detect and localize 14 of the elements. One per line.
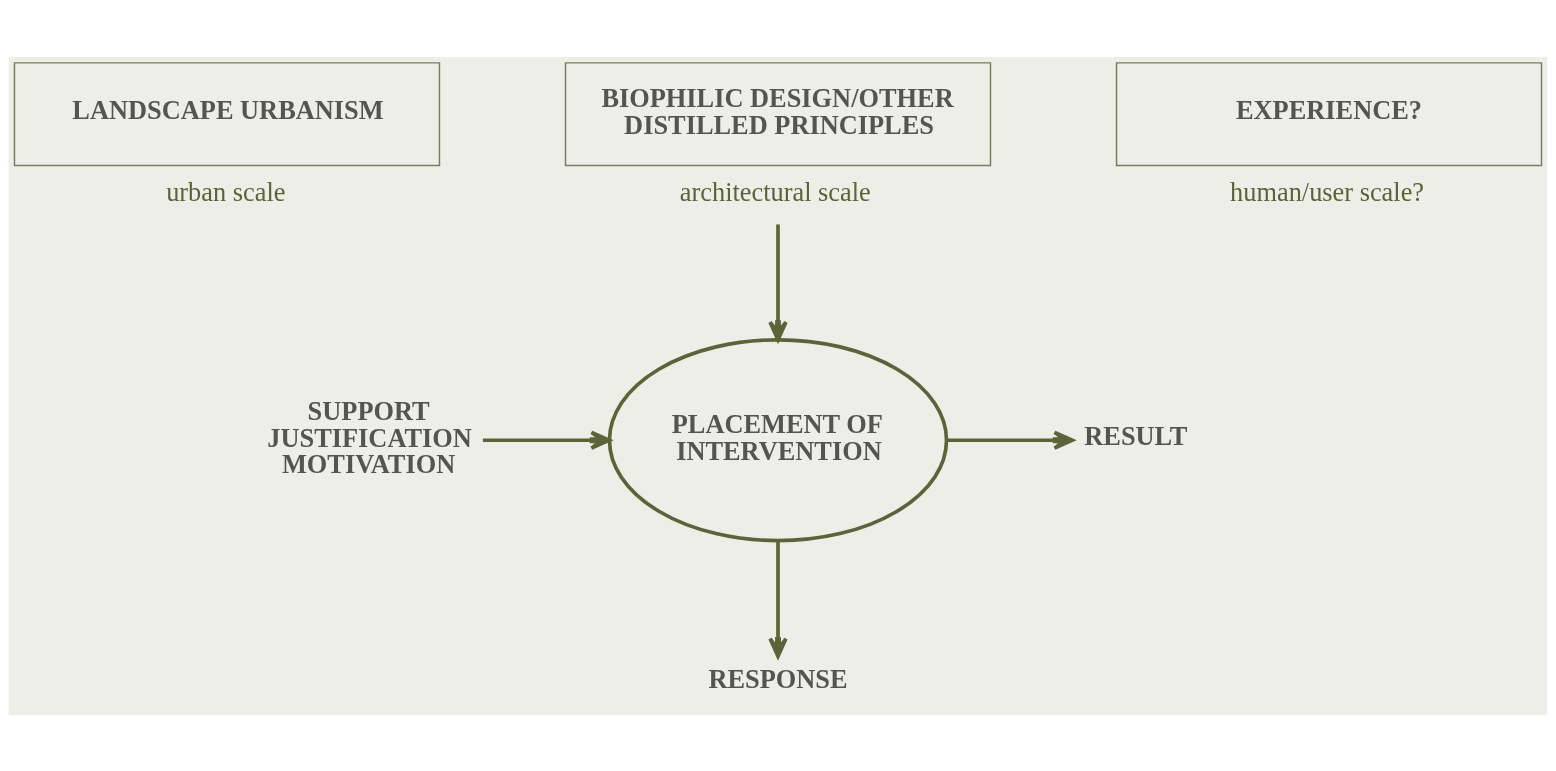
node-box: EXPERIENCE? [1115,61,1543,166]
node-text: RESPONSE [708,664,848,694]
node-text: RESULT [1084,421,1188,451]
node-ellipse: PLACEMENT OF INTERVENTION [607,337,949,542]
arrow [768,223,788,342]
node-box: LANDSCAPE URBANISM [13,61,441,166]
node-label: architectural scale [679,177,871,207]
arrow [947,430,1075,450]
arrow [768,540,788,658]
node-box: BIOPHILIC DESIGN/OTHER DISTILLED PRINCIPLES [564,61,992,166]
arrow [482,430,611,450]
node-text: SUPPORT JUSTIFICATION MOTIVATION [267,396,472,479]
node-label: human/user scale? [1230,177,1425,207]
node-label: urban scale [166,177,286,207]
